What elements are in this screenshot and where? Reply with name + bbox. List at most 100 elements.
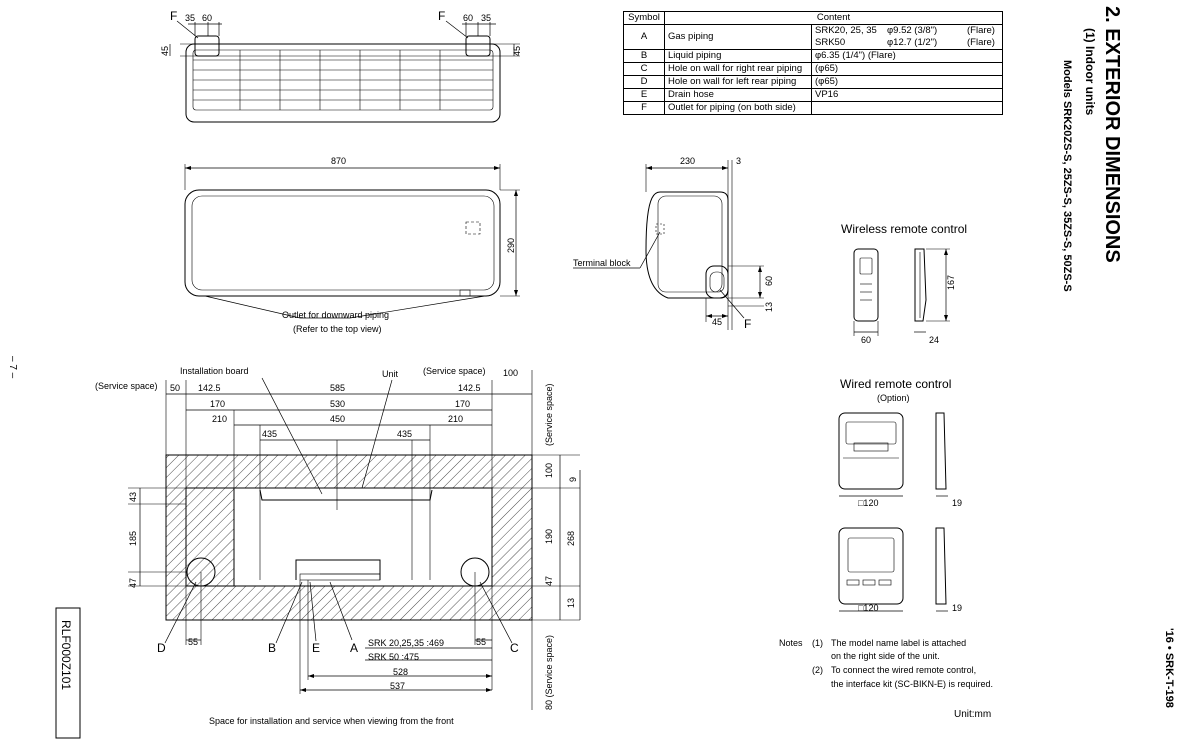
wireless-depth-dim: 24 xyxy=(929,335,939,345)
installation-diagram: (Service space) 50 142.5 585 142.5 (Serv… xyxy=(95,366,581,726)
inst-dim-55-right: 55 xyxy=(476,637,486,647)
side-gap-dim: 3 xyxy=(736,156,741,166)
page-number: – 7 – xyxy=(7,356,18,379)
table-detail-line: SRK20, 25, 35 φ9.52 (3/8") (Flare) xyxy=(815,25,999,37)
service-space-bottom: 80 (Service space) xyxy=(544,635,554,710)
side-dim-13: 13 xyxy=(764,302,774,312)
dim-60-right: 60 xyxy=(463,13,473,23)
table-cell-detail: (φ65) xyxy=(811,62,1003,76)
unit-label: Unit xyxy=(382,369,399,379)
note-1-number: (1) xyxy=(812,638,823,648)
inst-dim-537: 537 xyxy=(390,681,405,691)
inst-dim-528: 528 xyxy=(393,667,408,677)
front-view: 870 290 Outlet for downward piping (Refe… xyxy=(184,156,520,334)
inst-dim-268: 268 xyxy=(566,531,576,546)
detail-type: (Flare) xyxy=(967,37,995,48)
label-a: A xyxy=(350,641,358,655)
inst-dim-100-top: 100 xyxy=(503,368,518,378)
inst-dim-185: 185 xyxy=(128,531,138,546)
dim-45-right: 45 xyxy=(512,46,522,56)
note-2-number: (2) xyxy=(812,665,823,675)
table-cell-detail: VP16 xyxy=(811,88,1003,102)
table-cell-content: Hole on wall for left rear piping xyxy=(664,75,812,89)
page-title: 2. EXTERIOR DIMENSIONS xyxy=(1101,6,1123,263)
service-space-vertical: (Service space) xyxy=(544,383,554,446)
inst-dim-210-right: 210 xyxy=(448,414,463,424)
outlet-label-1: Outlet for downward piping xyxy=(282,310,389,320)
wired-size-1: □120 xyxy=(858,498,878,508)
dim-45-left: 45 xyxy=(160,46,170,56)
note-2-line-2: the interface kit (SC-BIKN-E) is require… xyxy=(831,679,993,689)
side-depth-dim: 230 xyxy=(680,156,695,166)
inst-dim-13: 13 xyxy=(566,598,576,608)
table-cell-content: Liquid piping xyxy=(664,49,812,63)
wired-depth-2: 19 xyxy=(952,603,962,613)
wireless-height-dim: 167 xyxy=(946,275,956,290)
table-cell-content: Gas piping xyxy=(664,24,812,50)
dim-35-right: 35 xyxy=(481,13,491,23)
top-f-left-label: F xyxy=(170,9,177,23)
wired-remote: Wired remote control (Option) □120 19 □1… xyxy=(838,377,962,613)
note-1-line-2: on the right side of the unit. xyxy=(831,651,940,661)
note-2-line-1: To connect the wired remote control, xyxy=(831,665,976,675)
table-cell-symbol: D xyxy=(623,75,665,89)
doc-code: RLF000Z101 xyxy=(59,620,73,690)
inst-dim-170-left: 170 xyxy=(210,399,225,409)
label-d: D xyxy=(157,641,166,655)
table-cell-detail: (φ65) xyxy=(811,75,1003,89)
table-cell-symbol: A xyxy=(623,24,665,50)
detail-type: (Flare) xyxy=(967,25,995,36)
dim-60-left: 60 xyxy=(202,13,212,23)
side-dim-60: 60 xyxy=(764,276,774,286)
table-detail-line: SRK50 φ12.7 (1/2") (Flare) xyxy=(815,37,999,49)
page-models: Models SRK20ZS-S, 25ZS-S, 35ZS-S, 50ZS-S xyxy=(1061,60,1073,292)
inst-dim-43: 43 xyxy=(128,492,138,502)
wireless-width-dim: 60 xyxy=(861,335,871,345)
page-subtitle: (1) Indoor units xyxy=(1083,28,1097,116)
srk-line-2: SRK 50 :475 xyxy=(368,652,419,662)
series-code: '16 • SRK-T-198 xyxy=(1163,628,1175,708)
installation-caption: Space for installation and service when … xyxy=(209,716,454,726)
top-f-right-label: F xyxy=(438,9,445,23)
table-cell-detail: φ6.35 (1/4") (Flare) xyxy=(811,49,1003,63)
front-width-dim: 870 xyxy=(331,156,346,166)
installation-board-label: Installation board xyxy=(180,366,249,376)
inst-dim-142-5-right: 142.5 xyxy=(458,383,481,393)
unit-mm: Unit:mm xyxy=(954,709,991,720)
table-cell-symbol: F xyxy=(623,101,665,115)
table-header-content: Content xyxy=(664,11,1003,25)
side-f-label: F xyxy=(744,317,751,331)
notes-heading: Notes xyxy=(779,638,803,648)
table-cell-content: Outlet for piping (on both side) xyxy=(664,101,812,115)
table-cell-symbol: C xyxy=(623,62,665,76)
srk-line-1: SRK 20,25,35 :469 xyxy=(368,638,444,648)
terminal-block-label: Terminal block xyxy=(573,258,631,268)
wired-remote-title: Wired remote control xyxy=(840,377,951,391)
inst-dim-170-right: 170 xyxy=(455,399,470,409)
inst-dim-435-right: 435 xyxy=(397,429,412,439)
inst-dim-47-right: 47 xyxy=(544,576,554,586)
inst-dim-190: 190 xyxy=(544,529,554,544)
inst-dim-50: 50 xyxy=(170,383,180,393)
detail-size: φ12.7 (1/2") xyxy=(887,37,938,48)
label-b: B xyxy=(268,641,276,655)
doc-code-box: RLF000Z101 xyxy=(55,607,81,739)
inst-dim-55-left: 55 xyxy=(188,637,198,647)
inst-dim-210-left: 210 xyxy=(212,414,227,424)
service-space-left: (Service space) xyxy=(95,381,158,391)
table-header-symbol: Symbol xyxy=(623,11,665,25)
wired-size-2: □120 xyxy=(858,603,878,613)
note-1-line-1: The model name label is attached xyxy=(831,638,966,648)
detail-size: φ9.52 (3/8") xyxy=(887,25,938,36)
detail-model: SRK50 xyxy=(815,37,846,48)
inst-dim-450: 450 xyxy=(330,414,345,424)
detail-model: SRK20, 25, 35 xyxy=(815,25,877,36)
